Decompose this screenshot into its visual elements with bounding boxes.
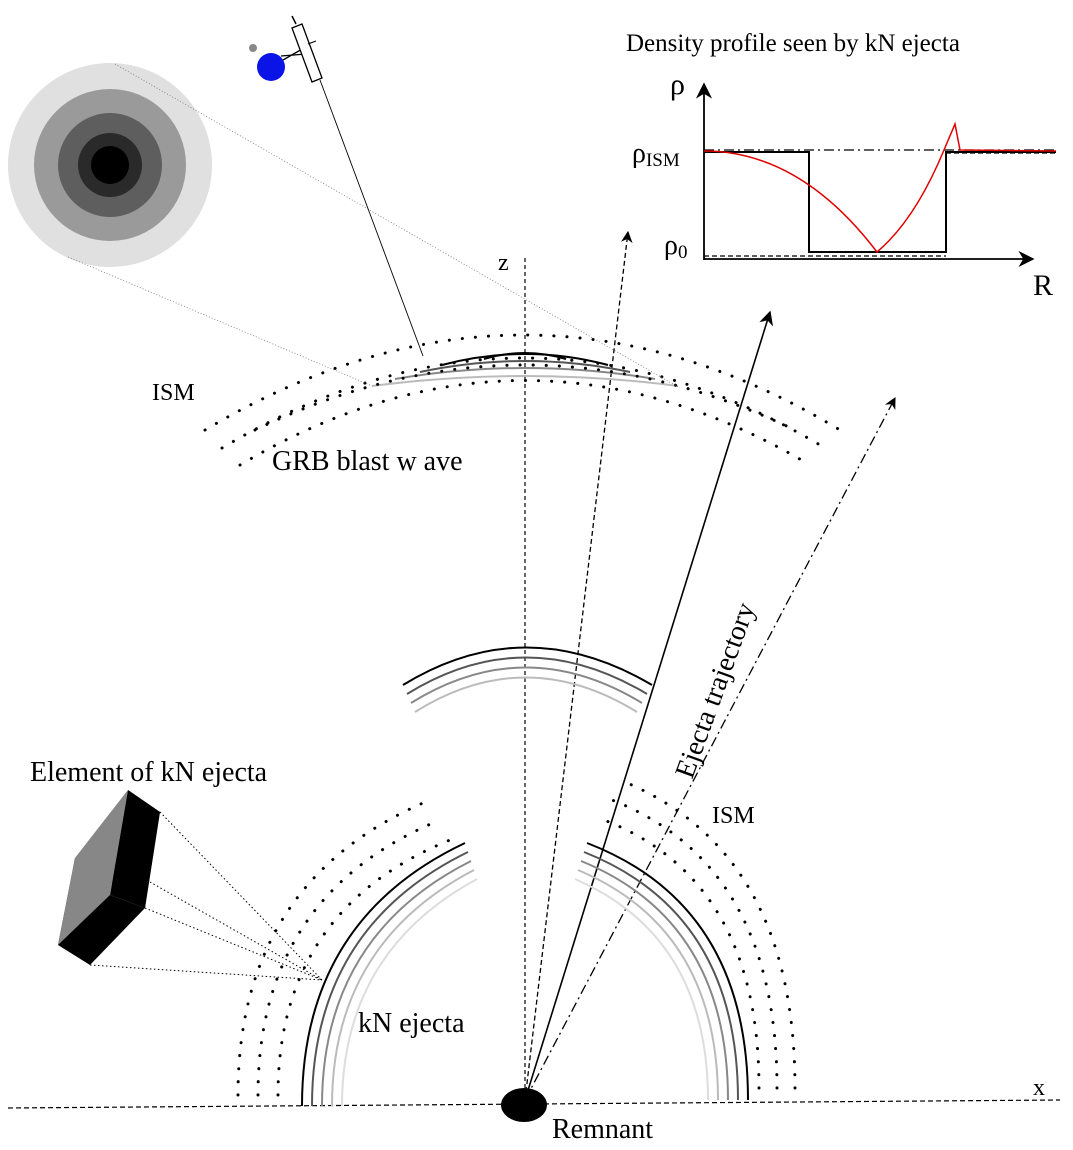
step-density-profile (704, 151, 1056, 253)
dashed-trajectory (524, 230, 633, 1101)
observer-blue-circle (257, 53, 285, 81)
kn-ejecta-right-shell (574, 842, 749, 1101)
dash-dot-trajectory (524, 396, 896, 1101)
kn-ejecta-element-cube (58, 790, 160, 965)
observer-small-dot (249, 44, 257, 52)
projection-line-bottom (67, 256, 373, 387)
projection-line-top (114, 63, 681, 389)
density-profile-inset: Density profile seen by kN ejecta ρ R ρI… (626, 30, 1057, 302)
ism-dots-left (236, 798, 452, 1097)
kn-ejecta-label: kN ejecta (358, 1008, 465, 1039)
satellite-panel (291, 23, 323, 83)
inset-title: Density profile seen by kN ejecta (626, 30, 960, 57)
grb-blast-wave-label: GRB blast w ave (272, 446, 463, 477)
element-of-kn-ejecta-label: Element of kN ejecta (30, 757, 268, 788)
observer-sightline (319, 79, 424, 357)
remnant-blob (501, 1088, 547, 1122)
kn-ejecta-left-shell (301, 842, 478, 1107)
x-axis-label: x (1033, 1075, 1045, 1101)
remnant-label: Remnant (552, 1114, 653, 1145)
z-axis-label: z (498, 250, 509, 276)
ism-dots-top (203, 333, 842, 467)
rho-ism-label: ρISM (632, 138, 680, 171)
observer-satellite (249, 15, 323, 83)
rho-0-label: ρ0 (664, 230, 687, 263)
solid-trajectory (524, 310, 774, 1101)
ejecta-trajectory-label: Ejecta trajectory (669, 599, 761, 783)
ism-label-right: ISM (712, 803, 755, 829)
cube-projection-lines (89, 811, 323, 981)
ism-dots-right (602, 778, 797, 1090)
middle-shell (402, 646, 653, 713)
x-axis-line (7, 1099, 1061, 1109)
ism-label-top: ISM (152, 380, 195, 406)
inset-x-axis-label: R (1033, 269, 1053, 302)
concentric-disk (8, 63, 212, 267)
inset-y-axis-label: ρ (670, 68, 685, 101)
smooth-density-profile (703, 121, 1057, 254)
